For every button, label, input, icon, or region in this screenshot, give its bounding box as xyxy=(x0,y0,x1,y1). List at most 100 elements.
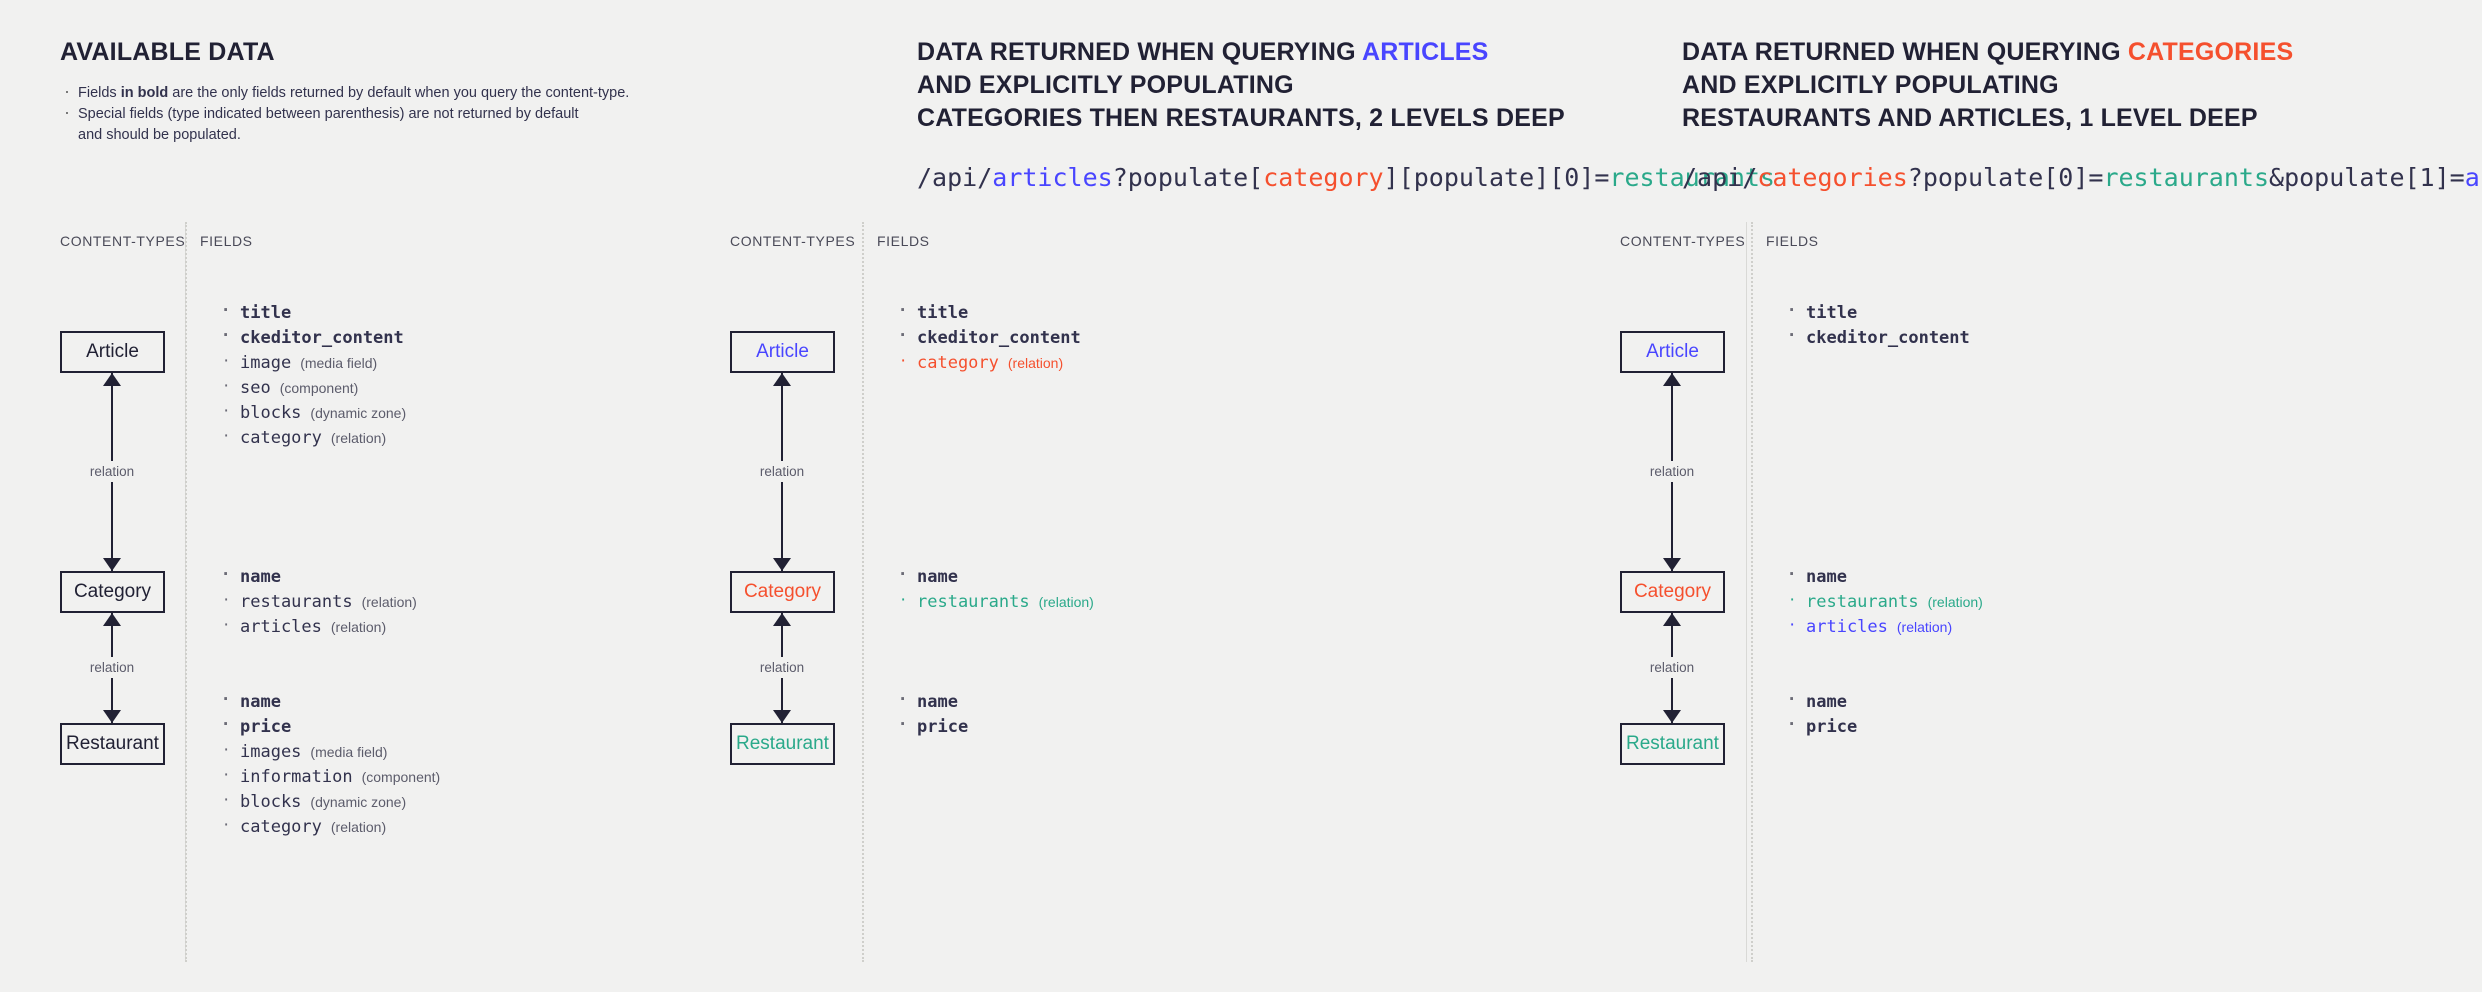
legend-post: are the only fields returned by default … xyxy=(168,85,630,101)
api-segment: &populate[1]= xyxy=(2269,163,2465,192)
field-list-article: title ckeditor_content xyxy=(1784,298,1970,351)
field-item: title xyxy=(218,298,406,326)
legend-bullet: Special fields (type indicated between p… xyxy=(60,102,855,146)
field-name: price xyxy=(917,717,969,737)
content-type-box-restaurant[interactable]: Restaurant xyxy=(730,723,835,765)
field-item: category(relation) xyxy=(218,812,440,840)
field-name: title xyxy=(917,303,969,323)
arrowhead-up-icon xyxy=(1663,613,1681,626)
panel-title-text: AVAILABLE DATA xyxy=(60,38,275,66)
field-name: name xyxy=(240,567,281,587)
arrowhead-down-icon xyxy=(1663,558,1681,571)
panel-title-line-2: AND EXPLICITLY POPULATING xyxy=(1682,71,2059,99)
api-segment: ][populate][0]= xyxy=(1383,163,1610,192)
api-segment: /api/ xyxy=(1682,163,1758,192)
field-name: name xyxy=(917,692,958,712)
api-segment-category: category xyxy=(1263,163,1384,192)
field-name: ckeditor_content xyxy=(917,328,1081,348)
field-name: title xyxy=(240,303,292,323)
field-list-article: titleckeditor_contentcategory(relation) xyxy=(895,298,1081,376)
field-type: (media field) xyxy=(310,744,388,760)
relation-label: relation xyxy=(83,657,141,678)
field-item: information(component) xyxy=(218,762,441,790)
field-list-restaurant: name price xyxy=(895,687,969,740)
relation-label: relation xyxy=(1643,657,1701,678)
field-item: category (relation) xyxy=(218,423,406,451)
content-type-box-article[interactable]: Article xyxy=(60,331,165,373)
content-type-label: Restaurant xyxy=(736,733,829,754)
dotted-divider xyxy=(185,222,187,962)
api-path: /api/categories?populate[0]=restaurants&… xyxy=(1682,163,2482,193)
field-type: (relation) xyxy=(1896,619,1953,635)
field-type: (dynamic zone) xyxy=(310,794,407,810)
field-item: name xyxy=(1784,562,1983,590)
arrowhead-down-icon xyxy=(773,558,791,571)
panel-title-line-3: RESTAURANTS AND ARTICLES, 1 LEVEL DEEP xyxy=(1682,104,2258,132)
field-name: category xyxy=(917,353,999,373)
field-name: ckeditor_content xyxy=(1806,328,1970,348)
field-name: title xyxy=(1806,303,1858,323)
column-header-content-types: CONTENT-TYPES xyxy=(1620,233,1746,249)
legend-bullets: Fields in bold are the only fields retur… xyxy=(60,81,855,146)
field-name: restaurants xyxy=(917,592,1030,612)
field-name: seo xyxy=(240,378,271,398)
content-type-box-restaurant[interactable]: Restaurant xyxy=(60,723,165,765)
field-name: images xyxy=(240,742,302,762)
relation-label: relation xyxy=(753,657,811,678)
field-item: title xyxy=(895,298,1081,326)
content-type-label: Category xyxy=(73,581,152,602)
api-segment: /api/ xyxy=(917,163,993,192)
panel-title-accent: ARTICLES xyxy=(1361,38,1489,66)
field-item: image (media field) xyxy=(218,348,406,376)
panel-title: DATA RETURNED WHEN QUERYING CATEGORIES A… xyxy=(1682,0,2482,135)
api-segment-restaurants: restaurants xyxy=(1609,163,1775,192)
field-item: name xyxy=(895,562,1094,590)
content-type-label: Restaurant xyxy=(1626,733,1719,754)
content-type-box-article[interactable]: Article xyxy=(1620,331,1725,373)
field-name: articles xyxy=(240,617,322,637)
field-item: name xyxy=(218,687,440,715)
api-segment-articles: articles xyxy=(2464,163,2482,192)
field-name: name xyxy=(1806,567,1847,587)
content-type-box-restaurant[interactable]: Restaurant xyxy=(1620,723,1725,765)
field-type: (relation) xyxy=(361,594,417,610)
panel-title-accent: CATEGORIES xyxy=(2127,38,2294,66)
field-type: (relation) xyxy=(330,430,387,446)
field-list-article: titleckeditor_contentimage (media field) s… xyxy=(218,298,407,451)
field-type: (component) xyxy=(279,380,359,396)
api-segment: ?populate[ xyxy=(1112,163,1264,192)
legend-continuation: and should be populated. xyxy=(78,127,241,143)
field-item: title xyxy=(1784,298,1970,326)
field-item: ckeditor_content xyxy=(218,323,406,351)
content-type-box-category[interactable]: Category xyxy=(1620,571,1725,613)
panel-title: DATA RETURNED WHEN QUERYING ARTICLES AND… xyxy=(917,0,1620,135)
arrowhead-up-icon xyxy=(773,373,791,386)
field-type: (component) xyxy=(361,769,441,785)
field-type: (relation) xyxy=(330,819,387,835)
api-segment: ?populate[0]= xyxy=(1907,163,2104,192)
field-item: articles (relation) xyxy=(1784,612,1983,640)
arrowhead-down-icon xyxy=(103,558,121,571)
content-type-box-article[interactable]: Article xyxy=(730,331,835,373)
column-header-fields: FIELDS xyxy=(877,233,930,249)
content-type-box-category[interactable]: Category xyxy=(730,571,835,613)
field-item: name xyxy=(1784,687,1857,715)
arrowhead-down-icon xyxy=(1663,710,1681,723)
panel-querying-categories: DATA RETURNED WHEN QUERYING CATEGORIES A… xyxy=(1620,0,2482,992)
field-name: articles xyxy=(1806,617,1888,637)
field-list-restaurant: namepriceimages(media field)information(… xyxy=(218,687,441,840)
legend-pre: Special fields (type indicated between p… xyxy=(78,106,579,122)
relation-label: relation xyxy=(1643,461,1701,482)
dotted-divider xyxy=(862,222,864,962)
field-type: (dynamic zone) xyxy=(310,405,407,421)
arrowhead-up-icon xyxy=(103,373,121,386)
legend-pre: Fields xyxy=(78,85,121,101)
field-type: (relation) xyxy=(330,619,387,635)
panel-divider-2 xyxy=(1746,222,1747,962)
field-name: image xyxy=(240,353,292,373)
content-type-box-category[interactable]: Category xyxy=(60,571,165,613)
field-list-category: namerestaurants(relation) xyxy=(895,562,1094,615)
field-type: (media field) xyxy=(300,355,378,371)
field-name: category xyxy=(240,428,322,448)
